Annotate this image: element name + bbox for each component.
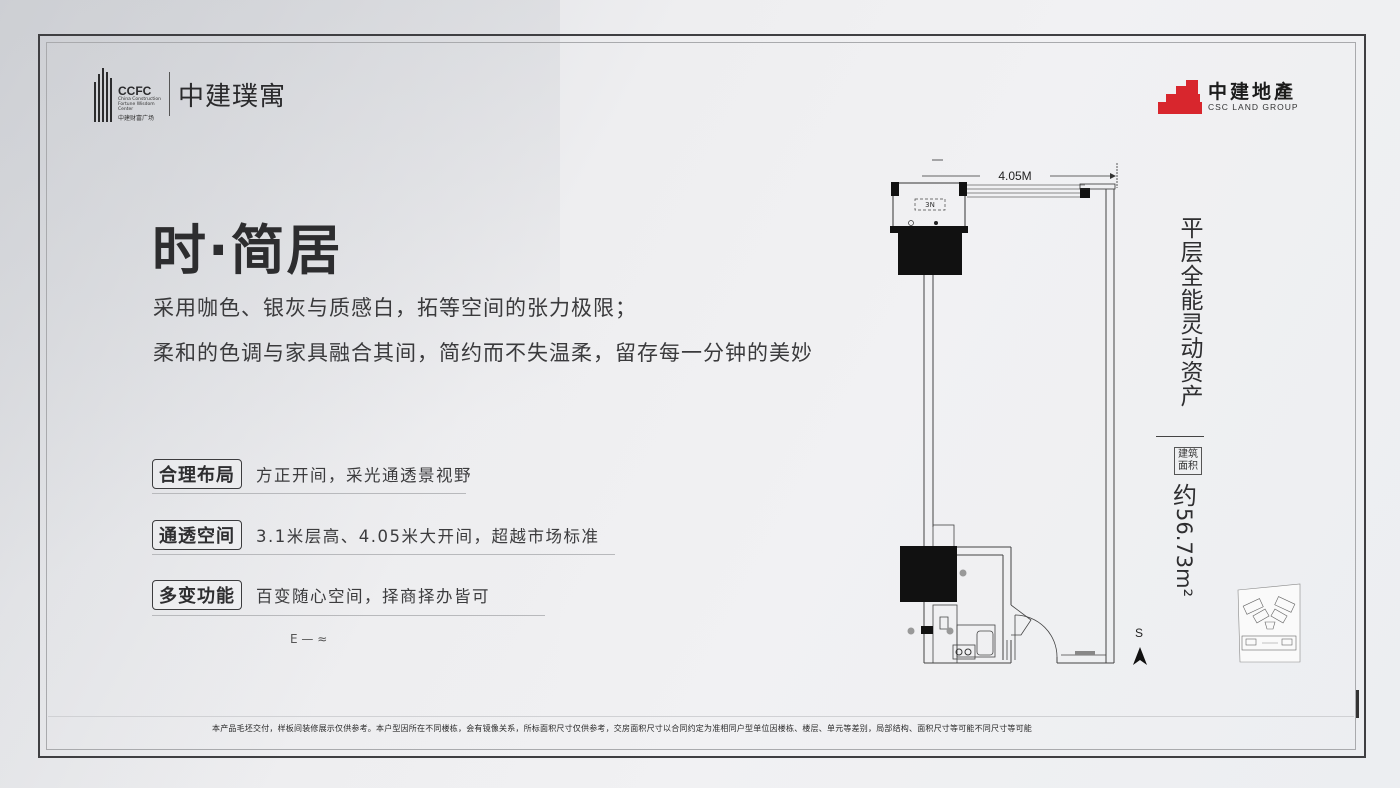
- area-badge: 建筑 面积: [1174, 447, 1202, 475]
- brand-name: 中建璞寓: [177, 81, 286, 112]
- description-line-2: 柔和的色调与家具融合其间，简约而不失温柔，留存每一分钟的美妙: [153, 341, 813, 365]
- description-line-1: 采用咖色、银灰与质感白，拓等空间的张力极限；: [153, 296, 637, 320]
- ccfc-logo: CCFC China Construction Fortune Wisdom C…: [94, 66, 286, 122]
- ccfc-abbr: CCFC: [118, 84, 152, 98]
- area-badge-line1: 建筑: [1178, 449, 1198, 460]
- feature-divider: [152, 554, 615, 555]
- csc-land-logo: 中建地產 CSC LAND GROUP: [1158, 80, 1299, 114]
- site-map-thumbnail: [1237, 583, 1301, 663]
- vertical-title: 平层全能灵动资产: [1176, 216, 1202, 408]
- feature-layout: 合理布局 方正开间，采光通透景视野: [152, 459, 472, 489]
- edge-mark: [1356, 690, 1359, 718]
- disclaimer: 本产品毛坯交付，样板间装修展示仅供参考。本户型因所在不同楼栋，会有镜像关系，所标…: [212, 724, 1032, 733]
- csc-en-name: CSC LAND GROUP: [1208, 102, 1299, 112]
- feature-text: 方正开间，采光通透景视野: [256, 466, 472, 485]
- inner-frame: [46, 42, 1356, 750]
- ccfc-en-3: Center: [118, 107, 134, 112]
- building-bars-icon: [94, 66, 112, 122]
- feature-text: 3.1米层高、4.05米大开间，超越市场标准: [256, 527, 600, 546]
- side-divider: [1156, 436, 1204, 437]
- feature-divider: [152, 615, 545, 616]
- background-sheen: [0, 0, 560, 788]
- feature-space: 通透空间 3.1米层高、4.05米大开间，超越市场标准: [152, 520, 599, 550]
- area-badge-line2: 面积: [1178, 461, 1198, 472]
- feature-function: 多变功能 百变随心空间，择商择办皆可: [152, 580, 490, 610]
- ccfc-cn-small: 中建财富广场: [118, 115, 155, 122]
- logo-divider: [168, 72, 170, 116]
- feature-tag: 通透空间: [152, 520, 242, 550]
- ccfc-text-block: CCFC China Construction Fortune Wisdom C…: [118, 66, 161, 122]
- floor-plan: 4.05M 3N: [890, 159, 1147, 665]
- ccfc-en-1: China Construction: [118, 97, 161, 102]
- ccfc-en-2: Fortune Wisdom: [118, 102, 155, 107]
- feature-divider: [152, 493, 466, 494]
- width-label: 4.05M: [998, 169, 1031, 183]
- area-value: 56.73m²: [1172, 508, 1196, 597]
- page-title: 时·简居: [152, 219, 343, 282]
- feature-tag: 多变功能: [152, 580, 242, 610]
- feature-text: 百变随心空间，择商择办皆可: [256, 587, 490, 606]
- feature-tag: 合理布局: [152, 459, 242, 489]
- compass-label: S: [1135, 626, 1144, 640]
- footer-divider: [48, 716, 1354, 717]
- ac-label: 3N: [925, 201, 935, 209]
- stray-glyphs: E — ≈: [290, 632, 328, 646]
- outer-frame: [38, 34, 1366, 758]
- csc-cn-name: 中建地產: [1208, 81, 1297, 103]
- area-prefix: 约: [1173, 482, 1197, 510]
- csc-red-building-icon: [1158, 80, 1202, 114]
